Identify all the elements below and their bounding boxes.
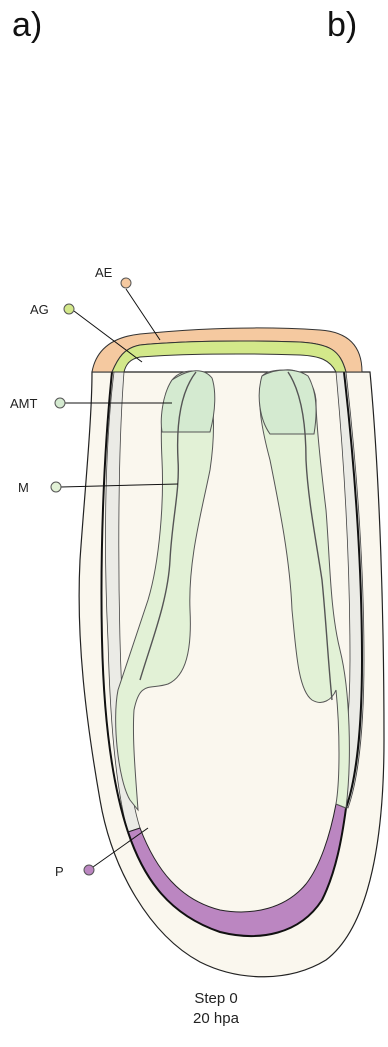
marker-m <box>51 482 61 492</box>
caption-step: Step 0 <box>0 990 388 1007</box>
caption-time: 20 hpa <box>0 1010 388 1027</box>
marker-amt <box>55 398 65 408</box>
marker-p <box>84 865 94 875</box>
label-ae-group: AE <box>95 265 160 340</box>
marker-ag <box>64 304 74 314</box>
marker-ae <box>121 278 131 288</box>
label-amt: AMT <box>10 396 38 411</box>
label-p: P <box>55 864 64 879</box>
label-ae: AE <box>95 265 113 280</box>
apical-gut <box>112 341 346 372</box>
label-ag: AG <box>30 302 49 317</box>
label-m: M <box>18 480 29 495</box>
amt-right <box>259 370 316 434</box>
leader-line-ae <box>126 289 160 340</box>
